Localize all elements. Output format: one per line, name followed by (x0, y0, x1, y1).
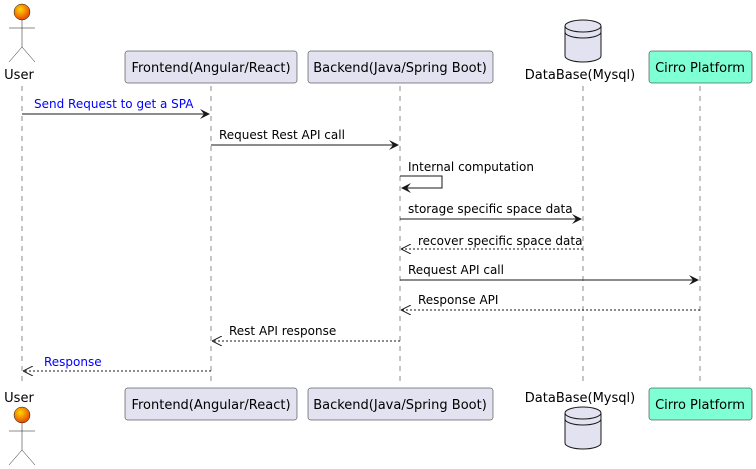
message-8-return: Rest API response (213, 324, 400, 341)
message-label: Response (44, 355, 102, 369)
participant-database-top: DataBase(Mysql) (525, 19, 635, 83)
message-3-self: Internal computation (400, 160, 534, 193)
actor-head-icon (13, 406, 31, 424)
message-label: Rest API response (229, 324, 336, 338)
message-label: Internal computation (408, 160, 534, 174)
message-label: Request Rest API call (219, 128, 345, 142)
participant-backend-top: Backend(Java/Spring Boot) (307, 50, 494, 84)
participant-label-user: User (4, 68, 34, 83)
database-icon (564, 406, 602, 450)
message-6: Request API call (400, 263, 699, 285)
message-2: Request Rest API call (211, 128, 399, 150)
message-4: storage specific space data (400, 202, 582, 224)
participant-label-database: DataBase(Mysql) (525, 391, 635, 406)
participant-label-backend: Backend(Java/Spring Boot) (313, 61, 487, 76)
participant-label-database: DataBase(Mysql) (525, 68, 635, 83)
participant-frontend-bottom: Frontend(Angular/React) (124, 387, 298, 421)
participant-label-user: User (4, 391, 34, 406)
actor-user-bottom: User (4, 391, 36, 466)
message-9-return: Response (24, 355, 211, 371)
message-5-return: recover specific space data (402, 234, 583, 249)
message-label: Response API (418, 293, 498, 307)
message-label: storage specific space data (408, 202, 573, 216)
participant-cirro-bottom: Cirro Platform (648, 387, 753, 421)
participant-label-frontend: Frontend(Angular/React) (131, 398, 290, 413)
participant-frontend-top: Frontend(Angular/React) (124, 50, 298, 84)
participant-database-bottom: DataBase(Mysql) (525, 391, 635, 450)
participant-backend-bottom: Backend(Java/Spring Boot) (307, 387, 494, 421)
message-label: Request API call (408, 263, 504, 277)
participant-label-cirro: Cirro Platform (655, 61, 745, 76)
participant-cirro-top: Cirro Platform (648, 50, 753, 84)
actor-user-top: User (4, 3, 36, 83)
participant-label-frontend: Frontend(Angular/React) (131, 61, 290, 76)
message-7-return: Response API (402, 293, 700, 310)
message-label: Send Request to get a SPA (34, 97, 194, 111)
participant-label-backend: Backend(Java/Spring Boot) (313, 398, 487, 413)
message-label: recover specific space data (418, 234, 582, 248)
database-icon (564, 19, 602, 63)
message-1: Send Request to get a SPA (22, 97, 210, 119)
participant-label-cirro: Cirro Platform (655, 398, 745, 413)
actor-head-icon (13, 3, 31, 21)
